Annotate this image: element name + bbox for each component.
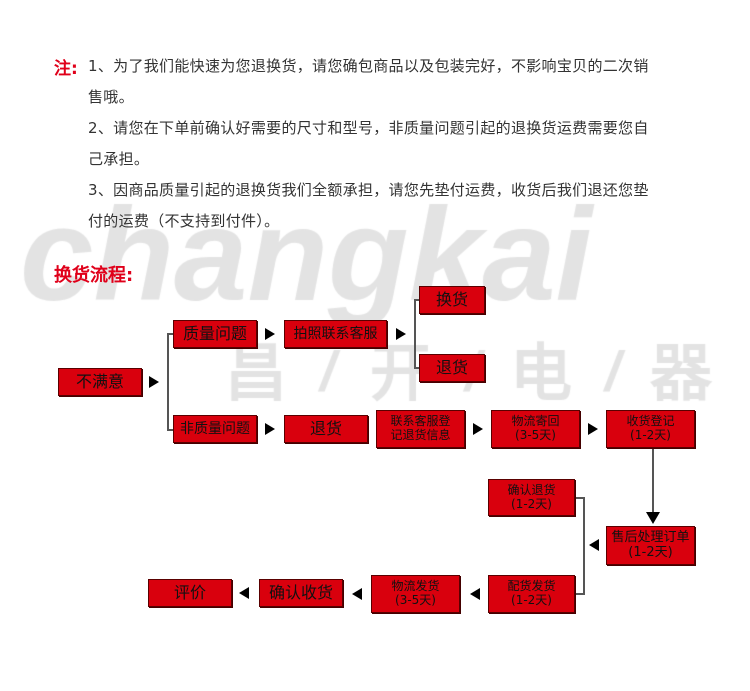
step-text: (1-2天) xyxy=(511,496,552,511)
arrow-left-icon xyxy=(352,588,362,600)
down-connector xyxy=(652,448,654,514)
merge-connector xyxy=(575,497,584,499)
step-review: 评价 xyxy=(148,579,232,607)
arrow-down-icon xyxy=(646,512,660,524)
step-text: (1-2天) xyxy=(628,544,673,560)
note-line: 3、因商品质量引起的退换货我们全额承担，请您先垫付运费，收货后我们退还您垫 xyxy=(88,181,649,199)
step-confirm-receipt: 确认收货 xyxy=(259,579,343,607)
note-line: 售哦。 xyxy=(88,88,134,106)
branch-connector xyxy=(414,299,416,369)
branch-connector xyxy=(167,429,173,431)
arrow-left-icon xyxy=(589,539,599,551)
step-text: (3-5天) xyxy=(515,428,556,442)
merge-connector xyxy=(575,593,584,595)
arrow-right-icon xyxy=(265,423,275,435)
step-logistics-ship: 物流发货 (3-5天) xyxy=(371,575,460,613)
step-text: (3-5天) xyxy=(395,593,436,607)
step-quality-issue: 质量问题 xyxy=(173,320,257,348)
step-text: 联系客服登 xyxy=(390,414,451,429)
arrow-right-icon xyxy=(396,328,406,340)
step-receive-register: 收货登记 (1-2天) xyxy=(606,410,695,448)
step-return: 退货 xyxy=(419,354,485,382)
note-line: 付的运费（不支持到付件）。 xyxy=(88,212,280,230)
arrow-right-icon xyxy=(265,328,275,340)
step-text: 配货发货 xyxy=(507,579,556,594)
step-process-order: 售后处理订单 (1-2天) xyxy=(606,526,695,565)
note-label: 注: xyxy=(54,59,78,79)
merge-connector xyxy=(583,497,585,595)
step-non-quality-issue: 非质量问题 xyxy=(173,415,257,443)
note-line: 2、请您在下单前确认好需要的尺寸和型号，非质量问题引起的退换货运费需要您自 xyxy=(88,119,649,137)
step-text: (1-2天) xyxy=(511,593,552,607)
branch-connector xyxy=(167,333,173,335)
step-photo-contact: 拍照联系客服 xyxy=(284,320,387,348)
step-unsatisfied: 不满意 xyxy=(58,368,142,396)
step-confirm-return: 确认退货 (1-2天) xyxy=(488,479,575,516)
arrow-right-icon xyxy=(588,423,598,435)
branch-connector xyxy=(414,367,419,369)
step-return: 退货 xyxy=(284,415,368,443)
flow-title: 换货流程: xyxy=(54,265,134,286)
step-text: 记退货信息 xyxy=(390,428,451,442)
note-line: 己承担。 xyxy=(88,150,150,168)
step-text: 物流发货 xyxy=(391,579,440,594)
step-pick-ship: 配货发货 (1-2天) xyxy=(488,575,575,613)
arrow-right-icon xyxy=(473,423,483,435)
note-line: 1、为了我们能快速为您退换货，请您确包商品以及包装完好，不影响宝贝的二次销 xyxy=(88,57,649,75)
branch-connector xyxy=(414,299,419,301)
step-text: (1-2天) xyxy=(630,428,671,442)
step-text: 收货登记 xyxy=(626,414,675,429)
arrow-right-icon xyxy=(149,376,159,388)
step-register-return: 联系客服登 记退货信息 xyxy=(376,410,465,448)
branch-connector xyxy=(167,334,169,431)
step-text: 确认退货 xyxy=(507,482,556,497)
step-exchange: 换货 xyxy=(419,286,485,314)
arrow-left-icon xyxy=(239,587,249,599)
step-text: 售后处理订单 xyxy=(611,529,690,545)
step-text: 物流寄回 xyxy=(511,414,560,429)
arrow-left-icon xyxy=(470,588,480,600)
step-ship-back: 物流寄回 (3-5天) xyxy=(491,410,580,448)
